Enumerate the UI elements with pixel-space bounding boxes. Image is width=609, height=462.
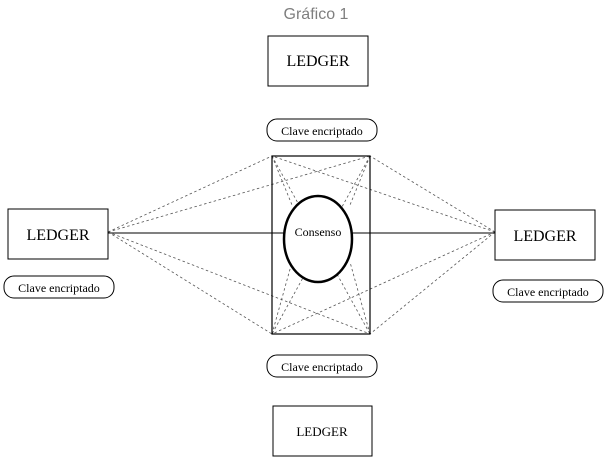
key-pill xyxy=(266,354,378,378)
key-label: Clave encriptado xyxy=(281,124,363,138)
key-bottom: Clave encriptado xyxy=(266,354,378,378)
dashed-line xyxy=(107,231,273,335)
ledger-bottom: LEDGER xyxy=(272,405,373,457)
dashed-line xyxy=(349,155,371,206)
dashed-line xyxy=(271,155,496,233)
ledger-box xyxy=(272,405,373,457)
ledger-box xyxy=(494,209,596,261)
dashed-line xyxy=(107,155,371,233)
key-label: Clave encriptado xyxy=(281,360,363,374)
ledger-top: LEDGER xyxy=(267,35,369,87)
key-pill xyxy=(492,279,604,303)
ledger-right: LEDGER xyxy=(494,209,596,261)
key-label: Clave encriptado xyxy=(507,285,589,299)
dashed-line xyxy=(107,231,371,335)
ledger-label: LEDGER xyxy=(26,227,89,244)
dashed-line xyxy=(369,155,496,233)
key-pill xyxy=(3,275,115,299)
dashed-line xyxy=(271,231,496,335)
ledger-box xyxy=(7,208,109,260)
diagram-title: Gráfico 1 xyxy=(284,6,349,23)
dashed-line xyxy=(271,155,293,206)
consensus-frame xyxy=(271,155,371,335)
key-top: Clave encriptado xyxy=(266,118,378,142)
dashed-line xyxy=(271,261,293,335)
consensus-label: Consenso xyxy=(295,225,342,239)
dashed-line xyxy=(349,261,371,335)
ledger-label: LEDGER xyxy=(286,53,349,70)
key-left: Clave encriptado xyxy=(3,275,115,299)
consensus-node xyxy=(282,194,354,284)
ledger-label: LEDGER xyxy=(296,424,348,439)
ledger-left: LEDGER xyxy=(7,208,109,260)
ledger-box xyxy=(267,35,369,87)
key-right: Clave encriptado xyxy=(492,279,604,303)
key-pill xyxy=(266,118,378,142)
dashed-line xyxy=(107,155,273,233)
ledger-label: LEDGER xyxy=(513,228,576,245)
key-label: Clave encriptado xyxy=(18,281,100,295)
dashed-line xyxy=(369,231,496,335)
